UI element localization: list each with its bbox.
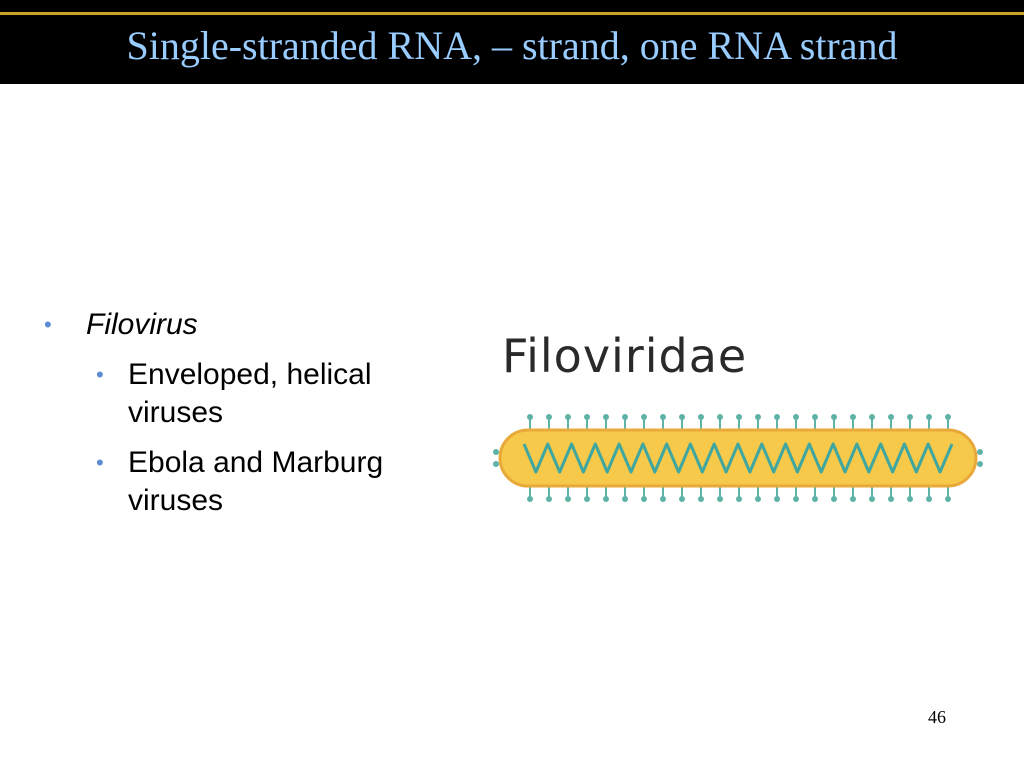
spike-head-top	[888, 414, 894, 420]
spike-head-bottom	[679, 496, 685, 502]
spike-head-top	[736, 414, 742, 420]
bullet-dot-icon: •	[96, 362, 104, 387]
bullet-list: • Filovirus • Enveloped, helical viruses…	[40, 306, 460, 520]
spike-head-bottom	[831, 496, 837, 502]
page-number: 46	[928, 707, 946, 727]
spike-head-top	[869, 414, 875, 420]
spike-head-top	[603, 414, 609, 420]
bullet-filovirus: • Filovirus	[40, 306, 460, 344]
spike-head-bottom	[546, 496, 552, 502]
spike-head-bottom	[660, 496, 666, 502]
spike-head-bottom	[812, 496, 818, 502]
sub-bullet-text: Ebola and Marburg viruses	[128, 446, 384, 517]
spike-head-top	[850, 414, 856, 420]
filoviridae-figure: Filoviridae	[486, 320, 990, 510]
spike-head-top	[774, 414, 780, 420]
spike-head-bottom	[736, 496, 742, 502]
spike-head-top	[926, 414, 932, 420]
slide-title: Single-stranded RNA, – strand, one RNA s…	[126, 23, 898, 68]
spike-head-bottom	[869, 496, 875, 502]
spike-head-bottom	[755, 496, 761, 502]
spike-head-top	[622, 414, 628, 420]
spike-head-top	[565, 414, 571, 420]
spike-head-top	[584, 414, 590, 420]
spike-head-top	[717, 414, 723, 420]
spike-head-top	[660, 414, 666, 420]
spike-end	[493, 449, 499, 455]
bullet-dot-icon: •	[96, 450, 104, 475]
spike-head-bottom	[565, 496, 571, 502]
spike-head-bottom	[622, 496, 628, 502]
sub-bullet-text: Enveloped, helical viruses	[128, 358, 372, 429]
spike-head-top	[679, 414, 685, 420]
spike-head-bottom	[850, 496, 856, 502]
spike-head-top	[698, 414, 704, 420]
figure-label: Filoviridae	[502, 329, 748, 383]
spike-head-top	[527, 414, 533, 420]
spike-head-bottom	[907, 496, 913, 502]
filovirus-virion-icon	[493, 414, 983, 502]
title-rule	[0, 12, 1024, 15]
spike-end	[493, 461, 499, 467]
spike-head-top	[641, 414, 647, 420]
spike-head-top	[945, 414, 951, 420]
sub-bullet-enveloped: • Enveloped, helical viruses	[40, 356, 408, 432]
spike-head-top	[546, 414, 552, 420]
bullet-text: Filovirus	[86, 308, 198, 341]
spike-head-bottom	[603, 496, 609, 502]
spike-head-bottom	[584, 496, 590, 502]
spike-head-bottom	[926, 496, 932, 502]
spike-head-bottom	[641, 496, 647, 502]
virus-envelope	[498, 428, 978, 488]
spike-head-top	[831, 414, 837, 420]
spike-head-bottom	[793, 496, 799, 502]
sub-bullet-ebola: • Ebola and Marburg viruses	[40, 444, 408, 520]
spike-head-top	[907, 414, 913, 420]
rna-helix	[522, 442, 954, 474]
spike-head-top	[755, 414, 761, 420]
spike-head-bottom	[527, 496, 533, 502]
spike-head-bottom	[717, 496, 723, 502]
spike-head-bottom	[698, 496, 704, 502]
spike-head-top	[812, 414, 818, 420]
spike-head-bottom	[774, 496, 780, 502]
spike-end	[977, 449, 983, 455]
spike-head-top	[793, 414, 799, 420]
spike-head-bottom	[888, 496, 894, 502]
bullet-dot-icon: •	[44, 312, 52, 337]
spike-head-bottom	[945, 496, 951, 502]
spike-end	[977, 461, 983, 467]
